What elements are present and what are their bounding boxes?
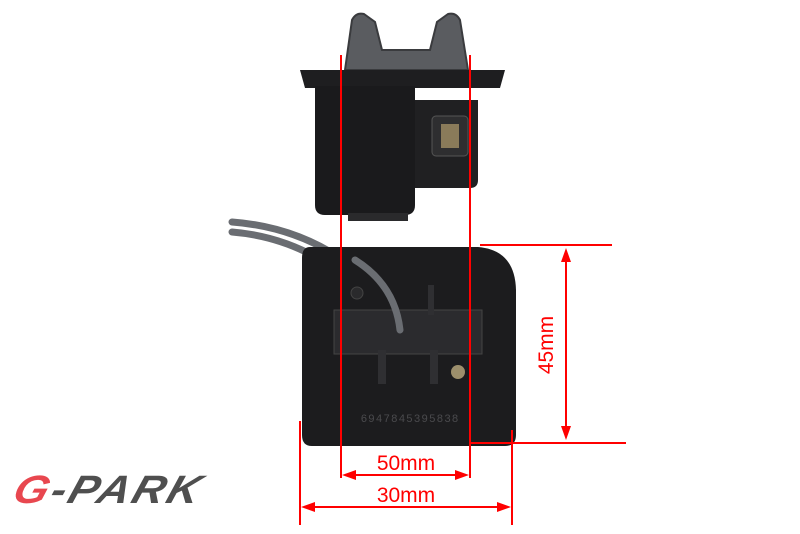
arrow-right-icon [455,470,469,480]
logo-text: -PARK [44,468,211,513]
dimension-lines [299,55,626,525]
outer-width-dimension-label: 30mm [377,484,435,507]
camera-bracket: 6947845395838 [302,247,516,446]
arrow-down-icon [561,426,571,440]
camera-top-view [300,12,505,221]
serial-number: 6947845395838 [361,414,460,426]
license-light-icon [441,124,459,148]
cable-ends [351,256,404,334]
inner-width-dimension-label: 50mm [377,452,435,475]
arrow-left-icon [342,470,356,480]
dimension-arrows [301,248,571,512]
screw-icon [451,365,465,379]
arrow-up-icon [561,248,571,262]
height-dimension-label: 45mm [535,316,558,374]
arrow-right-icon [497,502,511,512]
brand-logo: G-PARK [7,468,211,513]
arrow-left-icon [301,502,315,512]
